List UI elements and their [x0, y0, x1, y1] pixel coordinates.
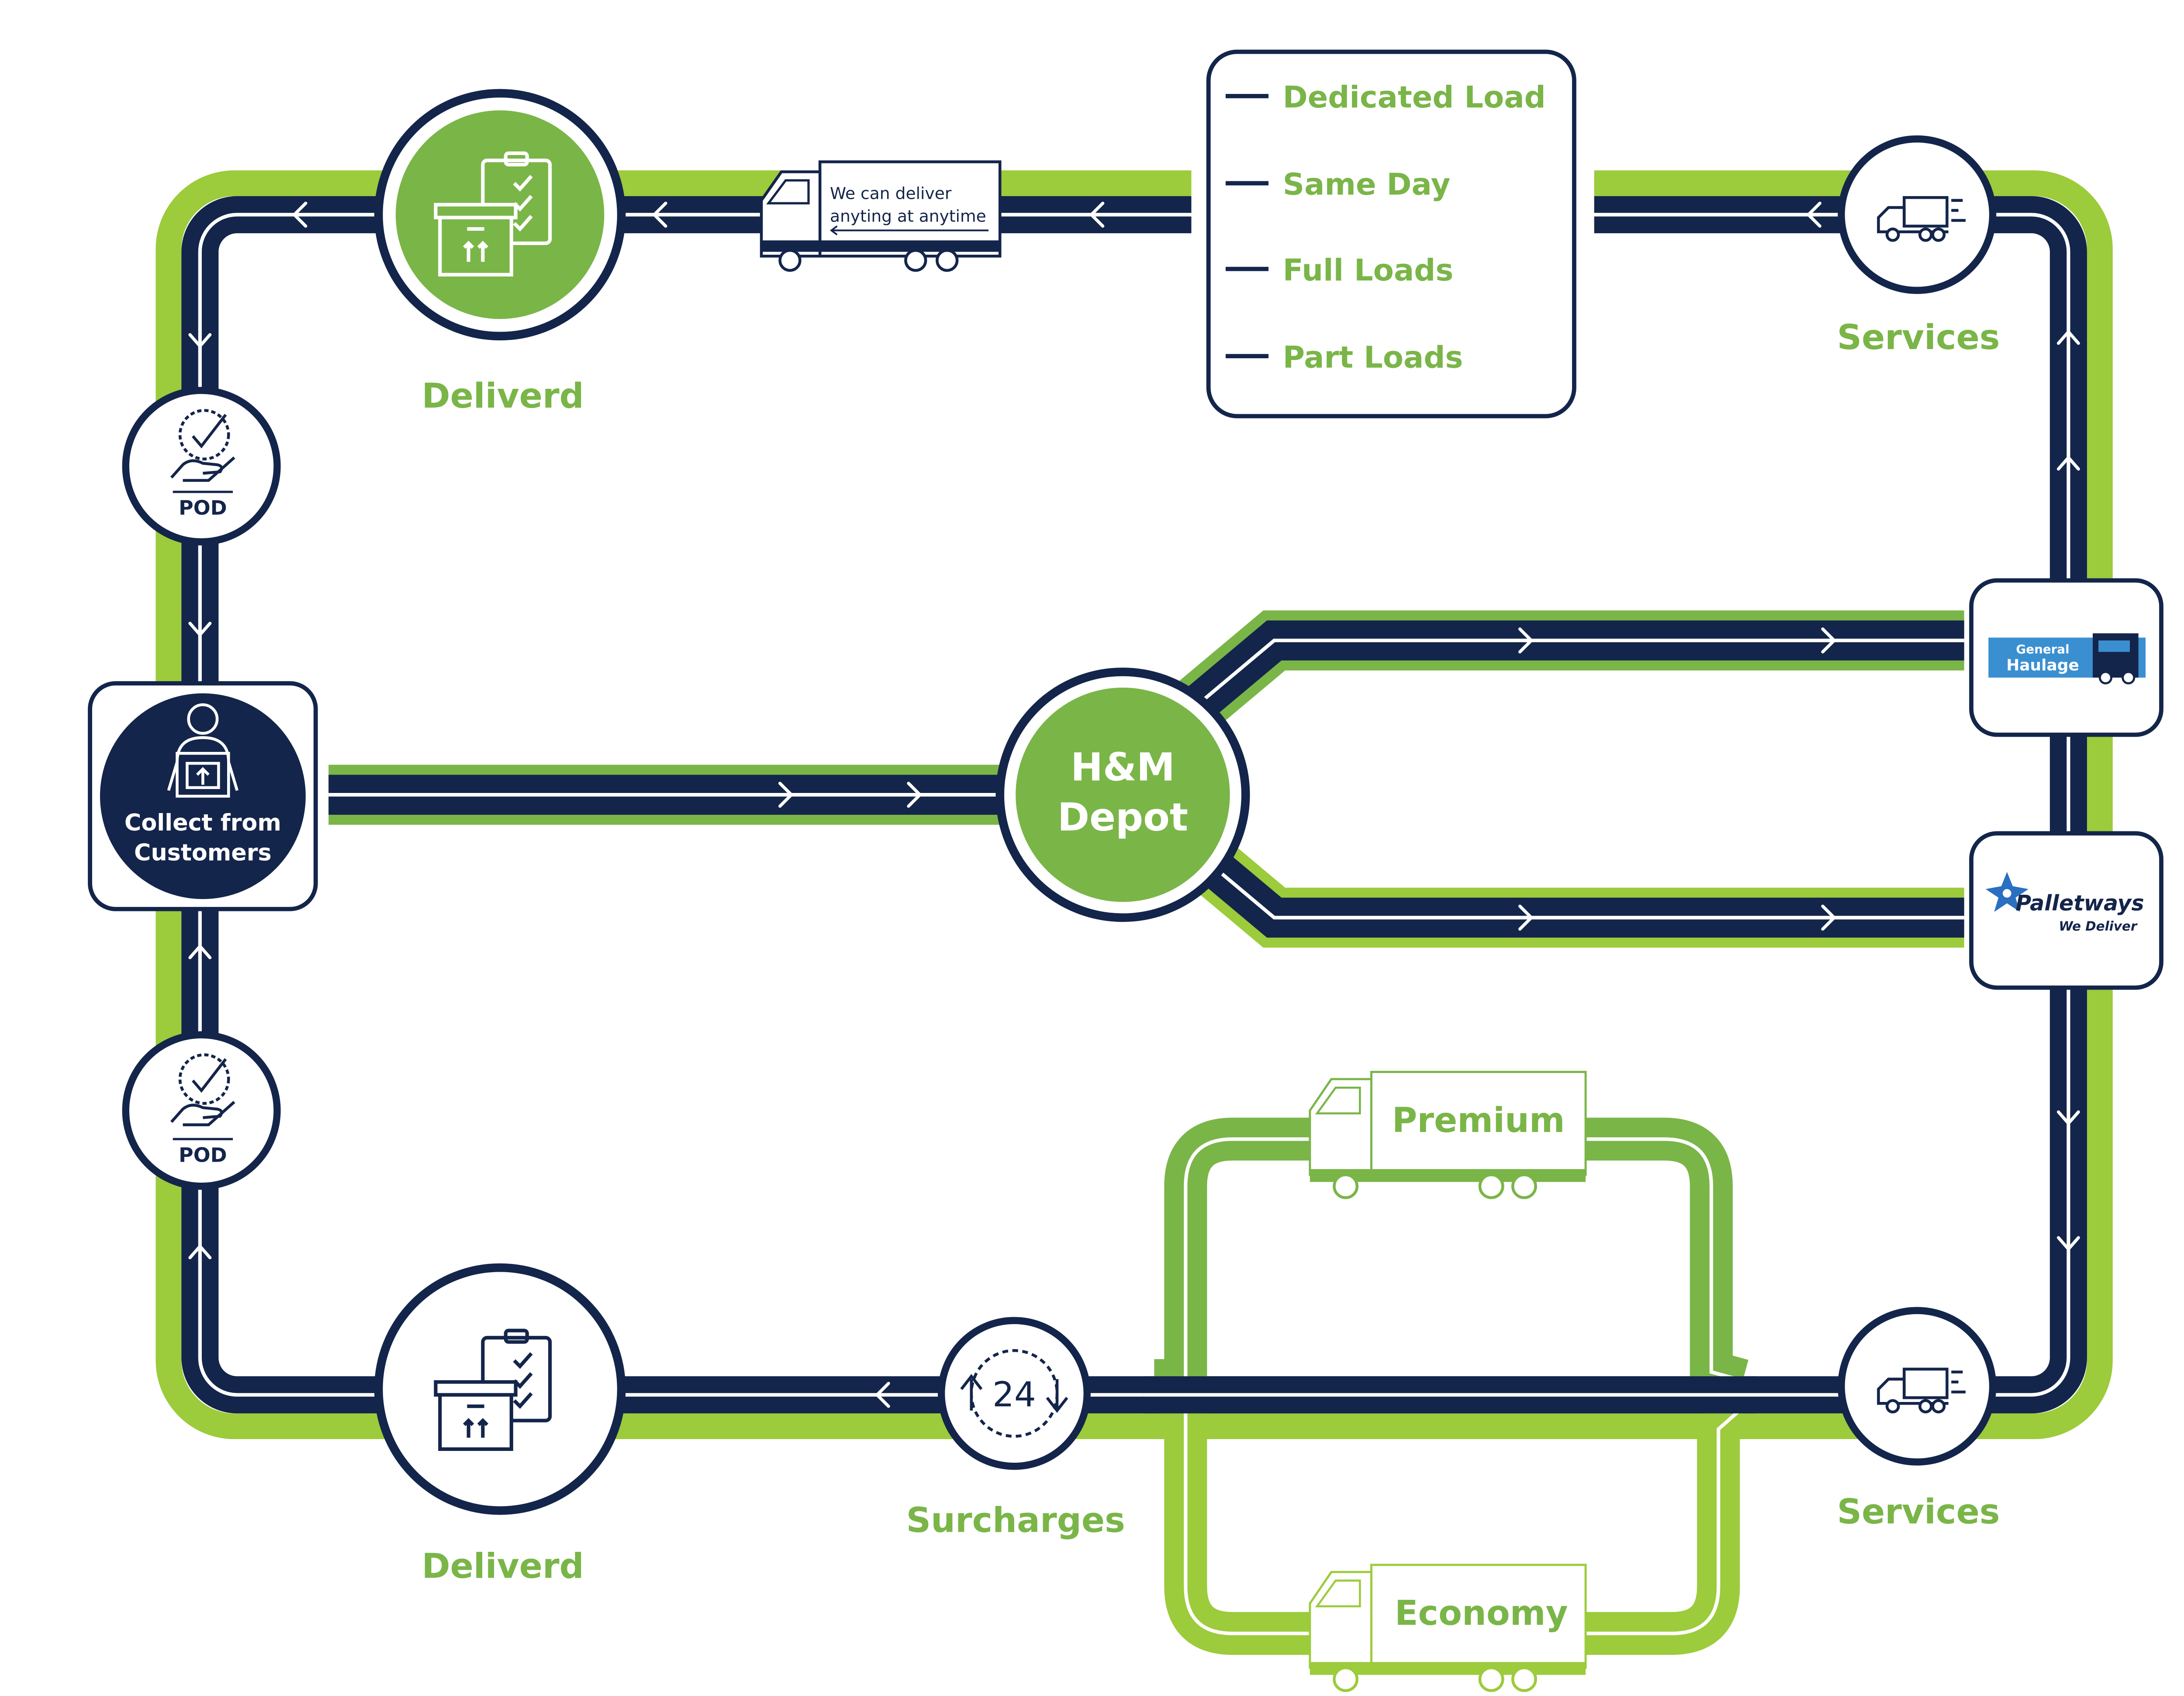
legend-item-dedicated-load: Dedicated Load	[1225, 80, 1546, 115]
pod-top-label: POD	[179, 496, 227, 519]
legend-item-same-day: Same Day	[1225, 167, 1451, 202]
premium-truck: Premium	[1309, 1071, 1587, 1199]
truck-text-line2: anyting at anytime	[830, 207, 986, 226]
surcharges-node: 24 Surcharges	[906, 1317, 1125, 1540]
person-box-icon	[167, 703, 239, 798]
services-top-node: Services	[1837, 135, 2000, 357]
depot-branch-lower	[1166, 820, 1964, 948]
services-top-label: Services	[1837, 317, 2000, 357]
direction-arrows	[188, 201, 2080, 1408]
collect-to-depot-road	[328, 765, 1029, 825]
economy-truck: Economy	[1309, 1564, 1587, 1692]
services-bottom-node: Services	[1837, 1307, 2000, 1532]
clipboard-box-icon	[434, 151, 552, 277]
bottom-road-overlay	[1143, 1376, 1757, 1414]
legend-label: Same Day	[1283, 167, 1451, 202]
palletways-tagline: We Deliver	[2059, 919, 2138, 934]
general-haulage-box: General Haulage	[1969, 578, 2163, 737]
depot-node: H&M Depot	[995, 668, 1250, 922]
24-hour-icon	[960, 1349, 1068, 1438]
depot-label-line1: H&M	[1071, 744, 1175, 789]
premium-label: Premium	[1392, 1100, 1565, 1140]
collect-node: Collect from Customers	[88, 681, 318, 911]
truck-text-line1: We can deliver	[830, 183, 952, 203]
palletways-star-icon	[1985, 872, 2028, 912]
general-haulage-line2: Haulage	[2006, 657, 2079, 675]
truck-top: We can deliver anyting at anytime	[760, 160, 1002, 272]
collect-label-line1: Collect from	[124, 810, 281, 836]
pod-top-node: POD	[122, 387, 281, 546]
hand-check-icon	[170, 409, 235, 482]
collect-label-line2: Customers	[134, 840, 272, 866]
palletways-name: Palletways	[2015, 890, 2144, 916]
delivered-top-node: Deliverd	[374, 89, 626, 416]
legend-box: Dedicated Load Same Day Full Loads Part …	[1206, 49, 1576, 419]
delivered-bottom-node: Deliverd	[374, 1263, 626, 1586]
hand-check-icon	[170, 1053, 235, 1126]
legend-label: Full Loads	[1283, 253, 1454, 288]
clipboard-box-icon	[434, 1329, 552, 1451]
surcharges-badge: 24	[992, 1374, 1036, 1415]
legend-label: Dedicated Load	[1283, 80, 1546, 115]
services-bottom-label: Services	[1837, 1492, 2000, 1532]
palletways-box: Palletways We Deliver	[1969, 831, 2163, 990]
pod-bottom-label: POD	[179, 1144, 227, 1167]
legend-label: Part Loads	[1283, 340, 1463, 375]
economy-label: Economy	[1395, 1593, 1568, 1633]
surcharges-label: Surcharges	[906, 1500, 1125, 1540]
legend-item-part-loads: Part Loads	[1225, 340, 1463, 375]
pod-bottom-node: POD	[122, 1031, 281, 1190]
delivered-top-label: Deliverd	[422, 376, 584, 416]
fast-truck-icon	[1877, 196, 1966, 242]
delivered-bottom-label: Deliverd	[422, 1546, 584, 1586]
general-haulage-line1: General	[2016, 642, 2069, 656]
fast-truck-icon	[1877, 1367, 1966, 1414]
depot-branch-upper	[1166, 610, 1964, 738]
depot-label-line2: Depot	[1057, 795, 1188, 840]
legend-item-full-loads: Full Loads	[1225, 253, 1454, 288]
